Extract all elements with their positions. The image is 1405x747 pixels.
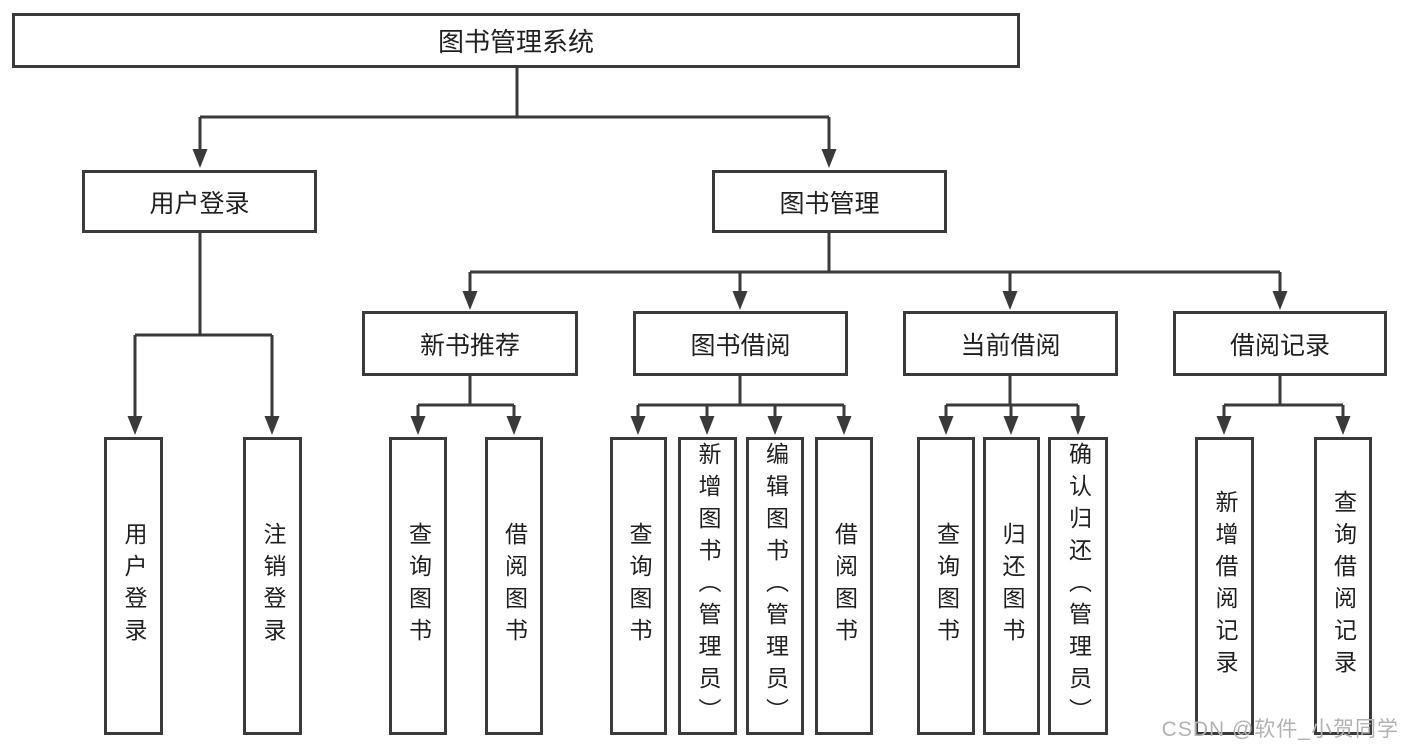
node-label: 图书管理 [779, 189, 880, 218]
node-label: 图书借阅 [690, 331, 791, 360]
leaf-current-return-books: 归还图书 [983, 437, 1040, 735]
watermark: CSDN @软件_小贺同学 [1161, 718, 1399, 741]
node-label: 查询图书 [405, 522, 432, 650]
leaf-current-confirm-return-admin: 确认归还（管理员） [1048, 437, 1108, 735]
node-new-book-recommendation: 新书推荐 [362, 311, 578, 376]
leaf-logout: 注销登录 [243, 437, 302, 735]
node-label: 图书管理系统 [437, 27, 594, 57]
leaf-records-add-borrow-record: 新增借阅记录 [1195, 437, 1254, 735]
node-label: 新书推荐 [419, 331, 520, 360]
node-book-borrowing: 图书借阅 [633, 311, 848, 376]
leaf-rec-borrow-books: 借阅图书 [485, 437, 543, 735]
node-label: 查询图书 [933, 522, 960, 650]
node-label: 注销登录 [260, 522, 286, 650]
node-label: 借阅记录 [1229, 331, 1330, 360]
leaf-borrow-borrow-books: 借阅图书 [815, 437, 873, 735]
node-user-login: 用户登录 [82, 170, 317, 233]
node-label: 当前借阅 [960, 331, 1061, 360]
node-library-management-system: 图书管理系统 [12, 13, 1020, 68]
node-label: 用户登录 [121, 522, 147, 650]
leaf-records-query-borrow-record: 查询借阅记录 [1314, 437, 1372, 735]
node-label: 确认归还（管理员） [1065, 442, 1092, 730]
leaf-borrow-query-books: 查询图书 [610, 437, 667, 735]
node-label: 借阅图书 [831, 522, 858, 650]
leaf-borrow-edit-books-admin: 编辑图书（管理员） [746, 437, 804, 735]
node-current-borrowing: 当前借阅 [903, 311, 1118, 376]
node-label: 查询图书 [626, 522, 652, 650]
node-label: 借阅图书 [501, 522, 528, 650]
node-label: 查询借阅记录 [1330, 490, 1357, 682]
leaf-current-query-books: 查询图书 [917, 437, 975, 735]
node-label: 新增借阅记录 [1212, 490, 1238, 682]
node-label: 新增图书（管理员） [695, 442, 721, 730]
leaf-rec-query-books: 查询图书 [389, 437, 447, 735]
node-label: 编辑图书（管理员） [762, 442, 789, 730]
leaf-user-login: 用户登录 [104, 437, 163, 735]
node-book-management: 图书管理 [712, 170, 947, 233]
node-label: 归还图书 [999, 522, 1025, 650]
node-borrowing-records: 借阅记录 [1173, 311, 1387, 376]
leaf-borrow-add-books-admin: 新增图书（管理员） [678, 437, 737, 735]
node-label: 用户登录 [149, 189, 250, 218]
